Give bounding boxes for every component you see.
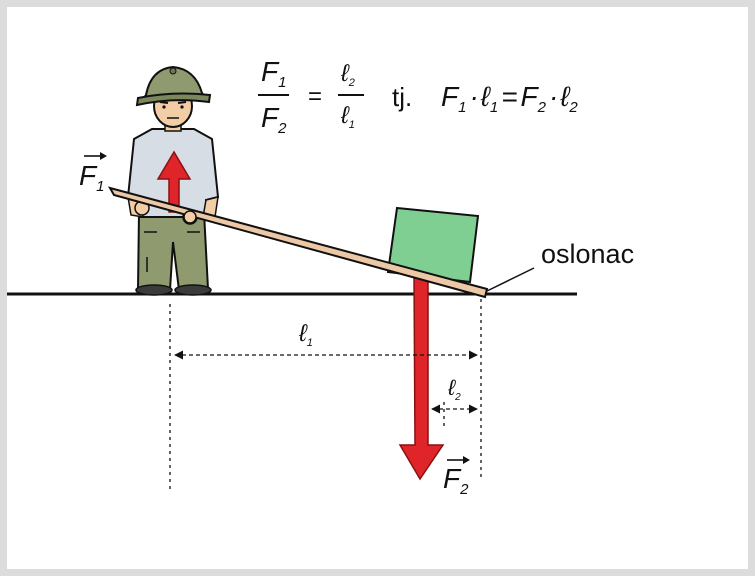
formula-connector: tj. [392, 82, 412, 112]
fulcrum-pointer [486, 267, 535, 292]
product-right-arm: ℓ [559, 81, 571, 112]
product-dot-1: · [469, 81, 478, 112]
formula-numerator: F [261, 56, 280, 87]
force-1-label: F1 [79, 152, 107, 195]
svg-text:ℓ2: ℓ2 [340, 60, 355, 89]
svg-text:F1: F1 [79, 160, 104, 195]
formula: F1 F2 = ℓ2 ℓ1 tj. F1·ℓ1=F2·ℓ2 [258, 56, 578, 137]
svg-text:F1·ℓ1=F2·ℓ2: F1·ℓ1=F2·ℓ2 [441, 81, 578, 116]
product-equals: = [501, 81, 517, 112]
svg-text:F2: F2 [261, 102, 287, 137]
hand-icon [183, 210, 197, 224]
lever-diagram: F1 F2 = ℓ2 ℓ1 tj. F1·ℓ1=F2·ℓ2 F1 [7, 56, 634, 498]
product-right: F [521, 81, 540, 112]
formula-numerator-sub: 1 [278, 74, 286, 91]
product-left: F [441, 81, 460, 112]
lever-plank [107, 186, 489, 299]
svg-text:F2: F2 [443, 463, 469, 498]
formula-rhs-numerator: ℓ [340, 60, 350, 87]
arm-2-label: ℓ2 [447, 375, 461, 403]
formula-equals: = [308, 83, 322, 110]
formula-denominator-sub: 2 [277, 120, 287, 137]
svg-text:F1: F1 [261, 56, 286, 91]
product-right-arm-sub: 2 [568, 99, 578, 116]
formula-rhs-numerator-sub: 2 [348, 77, 355, 89]
product-left-arm: ℓ [480, 81, 492, 112]
load-box [386, 206, 480, 284]
fulcrum-label: oslonac [541, 239, 634, 269]
product-left-sub: 1 [458, 99, 466, 116]
arm-1-label: ℓ1 [298, 320, 313, 349]
force-2-arrow [398, 274, 445, 481]
product-dot-2: · [549, 81, 558, 112]
force-2-label: F2 [443, 456, 470, 498]
diagram-frame: F1 F2 = ℓ2 ℓ1 tj. F1·ℓ1=F2·ℓ2 F1 [7, 7, 748, 569]
formula-rhs-denominator: ℓ [340, 102, 350, 129]
product-left-arm-sub: 1 [490, 99, 498, 116]
svg-text:ℓ1: ℓ1 [340, 102, 355, 131]
formula-denominator: F [261, 102, 280, 133]
product-right-sub: 2 [537, 99, 547, 116]
formula-rhs-denominator-sub: 1 [349, 119, 355, 131]
